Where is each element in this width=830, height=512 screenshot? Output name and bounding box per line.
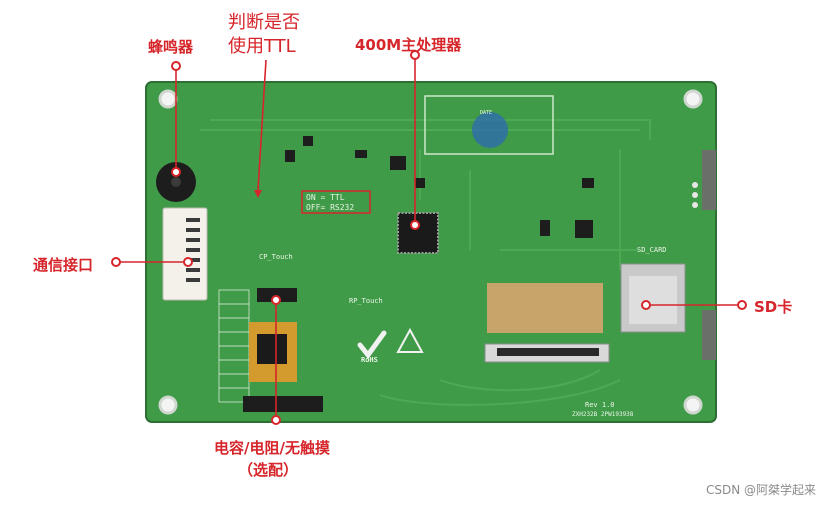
esd-mark xyxy=(396,327,424,353)
date-box xyxy=(424,95,554,155)
main-processor xyxy=(397,212,439,254)
usb-pads xyxy=(692,182,698,208)
lcd-fpc-top xyxy=(487,283,603,333)
silk-rp-touch: RP_Touch xyxy=(349,297,383,305)
label-touch-line1: 电容/电阻/无触摸 xyxy=(214,439,330,457)
label-buzzer: 蜂鸣器 xyxy=(148,38,194,56)
silk-off-rs232: OFF= RS232 xyxy=(306,203,355,212)
label-cpu: 400M主处理器 xyxy=(355,36,462,54)
rohs-check xyxy=(357,330,387,360)
ttl-leader xyxy=(257,59,267,191)
label-ttl-line2: 使用TTL xyxy=(228,36,296,57)
label-sd: SD卡 xyxy=(754,298,793,316)
silk-sd-card: SD_CARD xyxy=(637,246,667,254)
label-ttl-line1: 判断是否 xyxy=(228,12,300,33)
silk-rev: Rev 1.0 xyxy=(585,401,615,409)
silk-model: ZXH232B 2PW193938 xyxy=(572,411,634,418)
silk-cp-touch: CP_Touch xyxy=(259,253,293,261)
label-interface: 通信接口 xyxy=(33,256,94,274)
comm-connector xyxy=(162,207,208,301)
label-touch-line2: （选配） xyxy=(238,461,299,479)
silk-rohs: RoHS xyxy=(361,356,378,364)
silk-on-ttl: ON = TTL xyxy=(306,193,345,202)
ttl-switch-box xyxy=(301,190,371,214)
watermark: CSDN @阿桀学起来 xyxy=(705,483,816,497)
silk-date: DATE xyxy=(480,110,493,116)
